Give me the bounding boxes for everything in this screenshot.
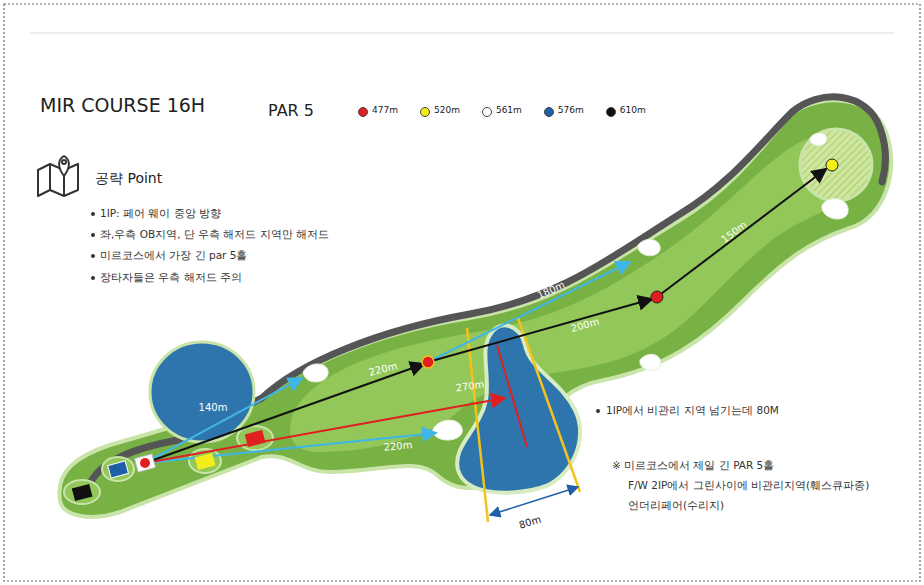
bullet-text: 좌,우측 OB지역, 단 우측 해저드 지역만 해저드 — [100, 228, 329, 242]
legend-text: 610m — [620, 105, 646, 115]
legend-text: 576m — [558, 105, 584, 115]
note-text: 언더리페어(수리지) — [628, 499, 724, 513]
dimension-label: 80m — [518, 513, 543, 530]
bullet-text: 장타자들은 우측 해저드 주의 — [100, 271, 242, 285]
legend-swatch — [358, 107, 368, 117]
hole-title: MIR COURSE 16H — [40, 94, 205, 116]
legend-swatch — [606, 107, 616, 117]
par-text: PAR 5 — [268, 101, 314, 120]
note-text: F/W 2IP에서 그린사이에 비관리지역(훼스큐파종) — [628, 479, 869, 493]
distance-label: 140m — [199, 402, 228, 413]
legend-swatch — [544, 107, 554, 117]
note-text: ※ 미르코스에서 제일 긴 PAR 5홀 — [612, 459, 774, 473]
legend-text: 561m — [496, 105, 522, 115]
legend-text: 477m — [372, 105, 398, 115]
legend-swatch — [482, 107, 492, 117]
legend-swatch — [420, 107, 430, 117]
bullet-text: 미르코스에서 가장 긴 par 5홀 — [100, 249, 247, 263]
section-heading: 공략 Point — [95, 170, 162, 188]
legend-text: 520m — [434, 105, 460, 115]
bullet-text: 1IP: 페어 웨이 중앙 방향 — [100, 207, 221, 221]
note-text: 1IP에서 비관리 지역 넘기는데 80M — [606, 404, 779, 418]
